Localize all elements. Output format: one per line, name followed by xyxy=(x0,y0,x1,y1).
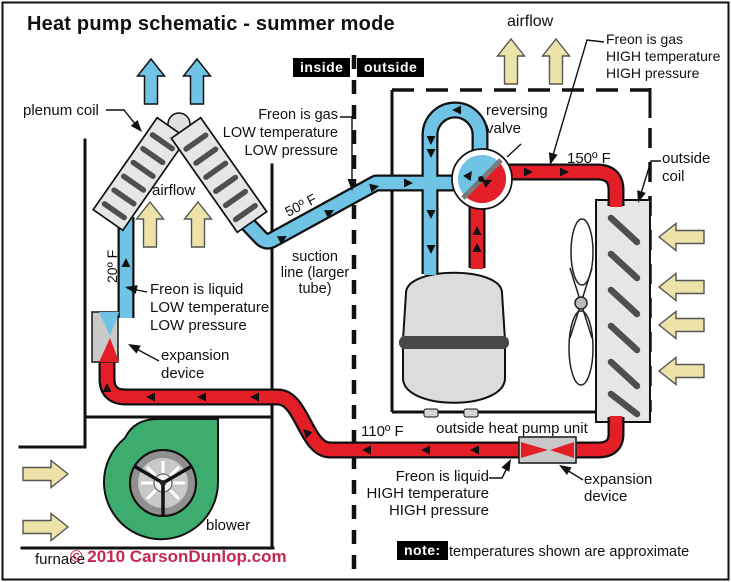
freon-gas-high-label: Freon is gas HIGH temperature HIGH press… xyxy=(606,31,721,81)
expansion-device-outdoor xyxy=(518,436,577,464)
freon-liquid-high-label: Freon is liquid HIGH temperature HIGH pr… xyxy=(366,468,489,519)
note-text: temperatures shown are approximate xyxy=(449,544,690,560)
airflow-indoor-label: airflow xyxy=(152,182,196,199)
furnace-outline xyxy=(18,138,275,550)
expansion-device-indoor-label: expansion device xyxy=(161,347,230,382)
note-badge: note: xyxy=(397,541,448,560)
plenum-coil-label: plenum coil xyxy=(23,102,99,119)
expansion-device-outdoor-label: expansion device xyxy=(584,471,653,505)
temp-110f-label: 110º F xyxy=(361,423,404,440)
temp-20f-label: 20º F xyxy=(104,249,120,283)
temp-150f-label: 150º F xyxy=(567,150,611,167)
freon-gas-low-label: Freon is gas LOW temperature LOW pressur… xyxy=(222,107,338,159)
suction-line-label: suction line (larger tube) xyxy=(280,249,350,297)
inside-badge: inside xyxy=(293,58,351,77)
page-title: Heat pump schematic - summer mode xyxy=(27,13,395,35)
outside-coil xyxy=(595,199,651,423)
furnace-label: furnace xyxy=(35,551,86,568)
copyright-text: © 2010 CarsonDunlop.com xyxy=(70,547,287,566)
outside-heat-pump-unit-label: outside heat pump unit xyxy=(436,420,588,437)
outside-coil-label: outside coil xyxy=(662,150,711,185)
plenum-coil xyxy=(92,112,268,234)
reversing-valve-label: reversing valve xyxy=(486,102,548,137)
blower-label: blower xyxy=(206,517,251,534)
compressor xyxy=(399,271,509,418)
freon-liquid-low-label: Freon is liquid LOW temperature LOW pres… xyxy=(150,281,270,334)
supply-air-arrows-icon xyxy=(136,58,212,105)
expansion-device-indoor xyxy=(91,311,119,363)
reversing-valve xyxy=(451,148,513,210)
blower-assembly xyxy=(103,418,220,541)
airflow-outdoor-label: airflow xyxy=(507,13,554,30)
outside-badge: outside xyxy=(357,58,425,77)
outdoor-fan-icon xyxy=(568,218,594,386)
